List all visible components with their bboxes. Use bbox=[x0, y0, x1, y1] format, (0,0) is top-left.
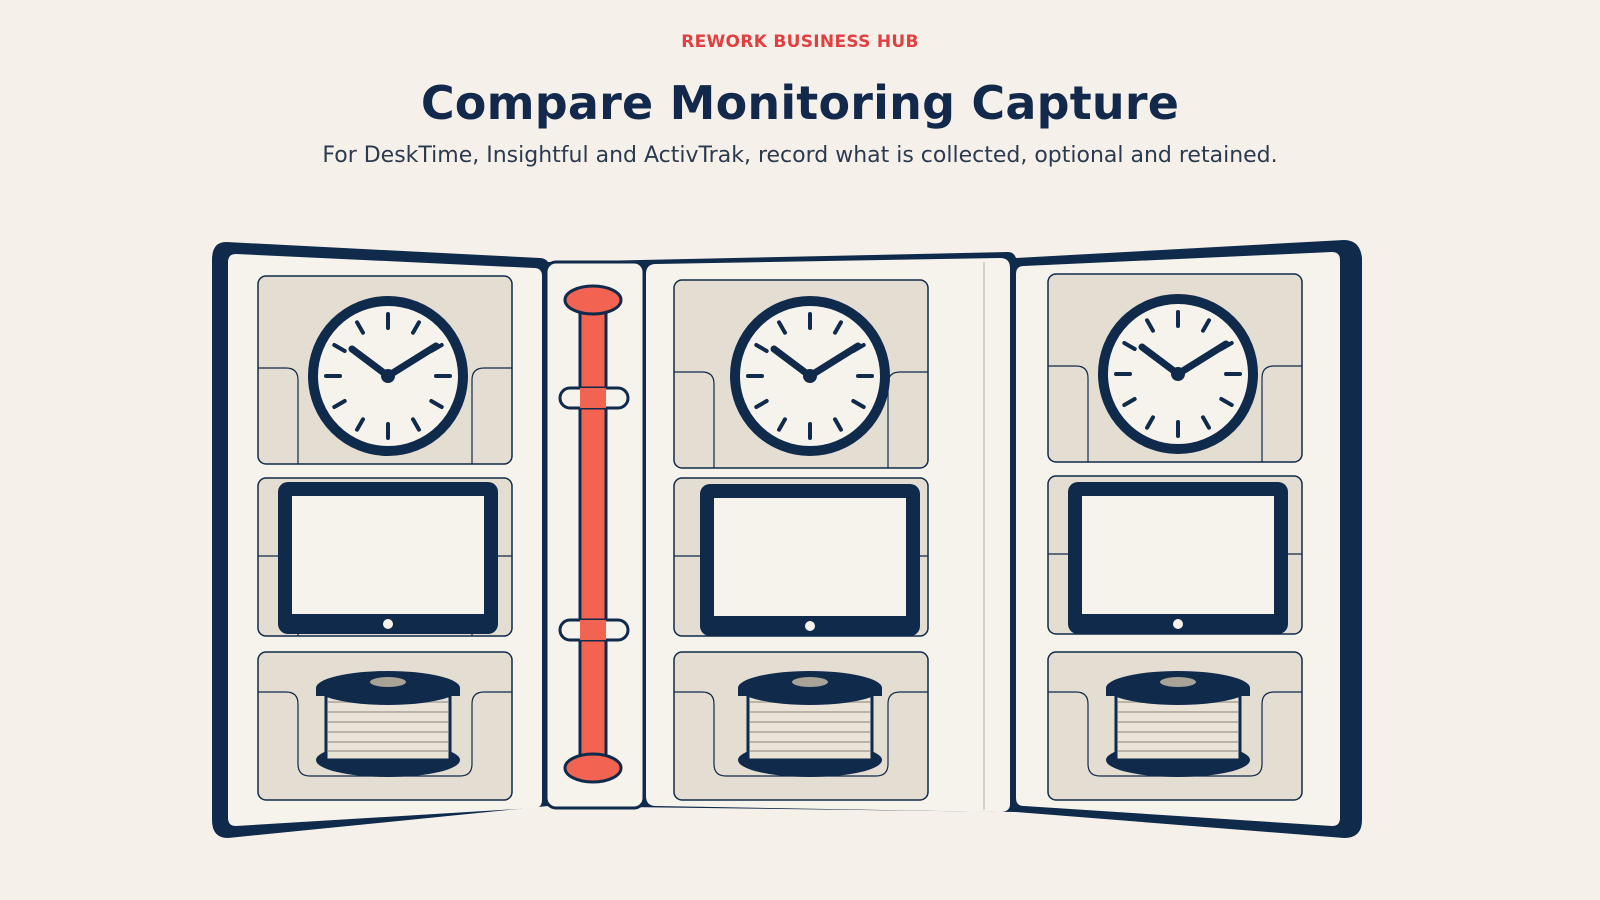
page-title: Compare Monitoring Capture bbox=[420, 76, 1180, 130]
clock-icon bbox=[313, 301, 463, 451]
monitor-icon bbox=[278, 482, 498, 634]
clock-icon bbox=[735, 301, 885, 451]
right-page-slots bbox=[1047, 273, 1303, 801]
middle-page-slots bbox=[673, 279, 929, 801]
storage-reel-icon bbox=[314, 669, 462, 779]
binder-ring bbox=[558, 284, 630, 784]
monitor-icon bbox=[700, 484, 920, 636]
left-page-slots bbox=[257, 275, 513, 801]
page-subtitle: For DeskTime, Insightful and ActivTrak, … bbox=[322, 143, 1278, 168]
brand-eyebrow: REWORK BUSINESS HUB bbox=[681, 32, 919, 52]
clock-icon bbox=[1103, 299, 1253, 449]
storage-reel-icon bbox=[1104, 669, 1252, 779]
monitor-icon bbox=[1068, 482, 1288, 634]
storage-reel-icon bbox=[736, 669, 884, 779]
